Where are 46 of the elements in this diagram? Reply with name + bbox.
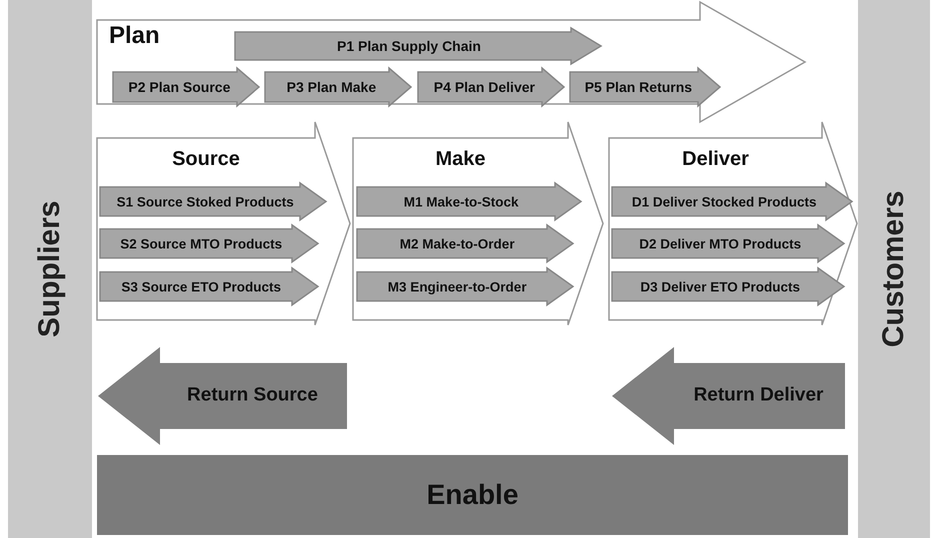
process-step — [357, 225, 573, 262]
step-label: P5 Plan Returns — [584, 79, 692, 95]
stage-panel — [353, 122, 603, 325]
section-heading: Source — [172, 148, 240, 171]
step-label: S3 Source ETO Products — [121, 279, 281, 294]
plan-banner — [97, 2, 805, 122]
step-label: P2 Plan Source — [128, 79, 230, 95]
step-label: S2 Source MTO Products — [120, 236, 282, 251]
side-panel — [858, 0, 930, 538]
process-step — [612, 268, 844, 305]
step-label: P3 Plan Make — [286, 79, 376, 95]
process-step — [357, 183, 581, 220]
section-heading: Deliver — [682, 148, 749, 171]
enable-bar — [97, 455, 848, 535]
step-label: M2 Make-to-Order — [400, 236, 515, 251]
step-label: D2 Deliver MTO Products — [639, 236, 802, 251]
process-step — [100, 183, 326, 220]
step-label: Customers — [877, 190, 911, 348]
stage-panel — [97, 122, 350, 325]
section-heading: Make — [435, 148, 486, 171]
return-block — [98, 347, 347, 445]
process-step — [100, 225, 318, 262]
process-step — [612, 225, 844, 262]
process-step — [265, 68, 411, 106]
step-label: D1 Deliver Stocked Products — [632, 194, 816, 209]
step-label: P1 Plan Supply Chain — [337, 38, 481, 54]
step-label: Suppliers — [33, 200, 67, 338]
step-label: Return Deliver — [692, 384, 824, 408]
step-label: M3 Engineer-to-Order — [388, 279, 527, 294]
step-label: M1 Make-to-Stock — [404, 194, 519, 209]
process-step — [418, 68, 564, 106]
process-step — [570, 68, 720, 106]
process-step — [357, 268, 573, 305]
stage-panel — [609, 122, 857, 325]
side-panel — [8, 0, 92, 538]
process-step — [612, 183, 852, 220]
step-label: Enable — [426, 479, 518, 511]
section-heading: Plan — [109, 22, 160, 50]
step-label: Return Source — [186, 384, 319, 408]
step-label: D3 Deliver ETO Products — [640, 279, 800, 294]
step-label: P4 Plan Deliver — [434, 79, 535, 95]
process-step — [235, 28, 601, 64]
step-label: S1 Source Stoked Products — [116, 194, 294, 209]
return-block — [612, 347, 845, 445]
process-step — [100, 268, 318, 305]
process-step — [113, 68, 259, 106]
